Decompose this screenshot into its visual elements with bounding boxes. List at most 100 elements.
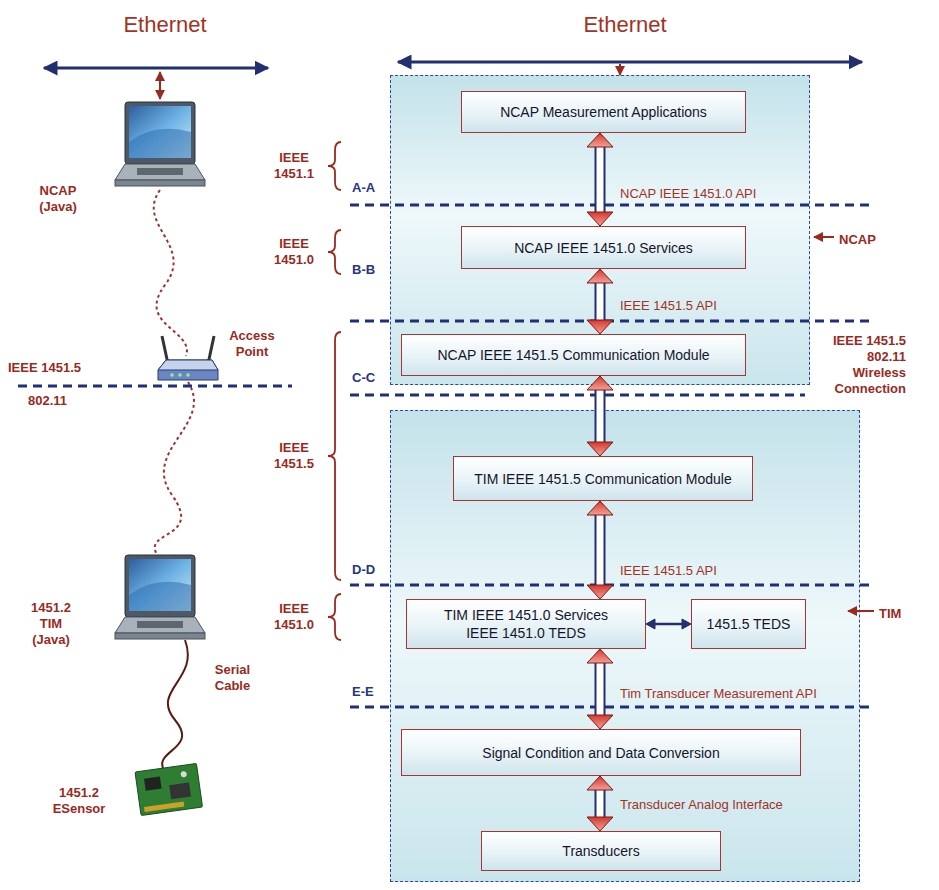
text-label: A-A (352, 180, 392, 196)
arrow-shaft-core (597, 282, 604, 322)
label-holder: 1451.2 TIM (Java) (22, 600, 80, 648)
chip (169, 783, 191, 800)
box-text: NCAP Measurement Applications (500, 103, 707, 121)
arrow-shaft-core (597, 146, 604, 214)
text-label: Serial Cable (205, 662, 260, 694)
text-label: Ethernet (560, 12, 690, 38)
label-holder: 802.11 (28, 393, 88, 409)
router-body (158, 360, 218, 380)
section-line (350, 706, 870, 709)
box-text: NCAP IEEE 1451.5 Communication Module (437, 346, 709, 364)
process-box: Signal Condition and Data Conversion (401, 729, 801, 776)
label-holder: E-E (352, 684, 392, 700)
pointer-arrow (848, 610, 874, 612)
laptop-front (115, 633, 205, 639)
bracket (328, 142, 341, 190)
arrow-shaft (595, 282, 606, 322)
edge-label-holder: IEEE 1451.5 API (620, 298, 717, 314)
laptop-screen (129, 559, 191, 611)
bracket (328, 230, 341, 274)
laptop-lid (125, 555, 195, 617)
edge-label: Tim Transducer Measurement API (620, 686, 817, 702)
screen-wave (129, 129, 191, 158)
label-holder: IEEE 1451.5 (266, 440, 322, 472)
component (180, 771, 187, 778)
label-holder: IEEE 1451.1 (266, 150, 322, 182)
ethernet-bus (44, 67, 268, 70)
text-label: Ethernet (100, 12, 230, 38)
text-label: D-D (352, 562, 392, 578)
text-label: IEEE 1451.5 (8, 360, 108, 376)
edge-label-holder: IEEE 1451.5 API (620, 563, 717, 579)
region-label-holder: TIM (879, 604, 901, 622)
label-holder: IEEE 1451.5 (8, 360, 108, 376)
pointer-arrow (814, 236, 834, 238)
chip (144, 777, 162, 791)
label-holder: NCAP (Java) (28, 183, 88, 215)
arrow-shaft (595, 146, 606, 214)
sensor-board (135, 763, 203, 815)
bracket (328, 332, 341, 580)
process-box: TIM IEEE 1451.5 Communication Module (453, 456, 753, 501)
laptop-keyboard (137, 168, 183, 175)
label-holder: IEEE 1451.0 (266, 601, 322, 633)
arrow-shaft (654, 623, 683, 626)
text-label: 1451.2 TIM (Java) (22, 600, 80, 648)
arrow-shaft (595, 662, 606, 717)
section-line (350, 204, 870, 207)
ethernet-bus (398, 61, 862, 64)
serial-cable (162, 640, 188, 772)
region-label: NCAP (839, 232, 876, 247)
laptop-front (115, 180, 205, 186)
region-box: NCAPNCAP Measurement ApplicationsNCAP IE… (390, 75, 810, 385)
text-label: IEEE 1451.0 (266, 601, 322, 633)
box-text: TIM IEEE 1451.0 Services (444, 606, 608, 624)
edge-label: IEEE 1451.5 API (620, 563, 717, 579)
label-holder: D-D (352, 562, 392, 578)
label-holder: Ethernet (560, 12, 690, 38)
arrow-shaft (595, 789, 606, 819)
text-label: B-B (352, 262, 392, 278)
screen-wave (129, 582, 191, 611)
box-text: TIM IEEE 1451.5 Communication Module (474, 470, 732, 488)
process-box: Transducers (481, 831, 721, 871)
edge-label-holder: NCAP IEEE 1451.0 API (620, 186, 756, 202)
text-label: 1451.2 ESensor (48, 785, 110, 817)
edge-label-holder: Tim Transducer Measurement API (620, 686, 817, 702)
wireless-link (154, 190, 187, 356)
router-top (158, 360, 218, 370)
text-label: IEEE 1451.1 (266, 150, 322, 182)
arrow-shaft (595, 514, 606, 587)
process-box: 1451.5 TEDS (691, 599, 806, 649)
label-holder: C-C (352, 370, 392, 386)
arrow-shaft-core (597, 514, 604, 587)
pin-header (144, 802, 184, 813)
router-light (178, 373, 182, 377)
text-label: NCAP (Java) (28, 183, 88, 215)
box-text: IEEE 1451.0 TEDS (466, 624, 586, 642)
pcb (135, 763, 203, 815)
laptop-lid (125, 102, 195, 164)
text-label: IEEE 1451.5 802.11 Wireless Connection (816, 333, 906, 397)
edge-label-holder: Transducer Analog Interface (620, 797, 783, 813)
arrow-shaft-core (597, 662, 604, 717)
access-point-icon (158, 336, 218, 380)
wireless-link (155, 382, 194, 556)
text-label: C-C (352, 370, 392, 386)
ethernet-link (159, 72, 161, 99)
label-holder: B-B (352, 262, 392, 278)
region-label: TIM (879, 606, 901, 621)
laptop-base (115, 617, 205, 633)
label-holder: 1451.2 ESensor (48, 785, 110, 817)
label-holder: Serial Cable (205, 662, 260, 694)
laptop-icon (115, 555, 205, 639)
box-text: Signal Condition and Data Conversion (482, 744, 719, 762)
edge-label: NCAP IEEE 1451.0 API (620, 186, 756, 202)
laptop-screen (129, 106, 191, 158)
arrow-shaft (595, 389, 606, 444)
bracket (328, 594, 341, 640)
box-text: NCAP IEEE 1451.0 Services (514, 239, 693, 257)
box-text: Transducers (562, 842, 639, 860)
